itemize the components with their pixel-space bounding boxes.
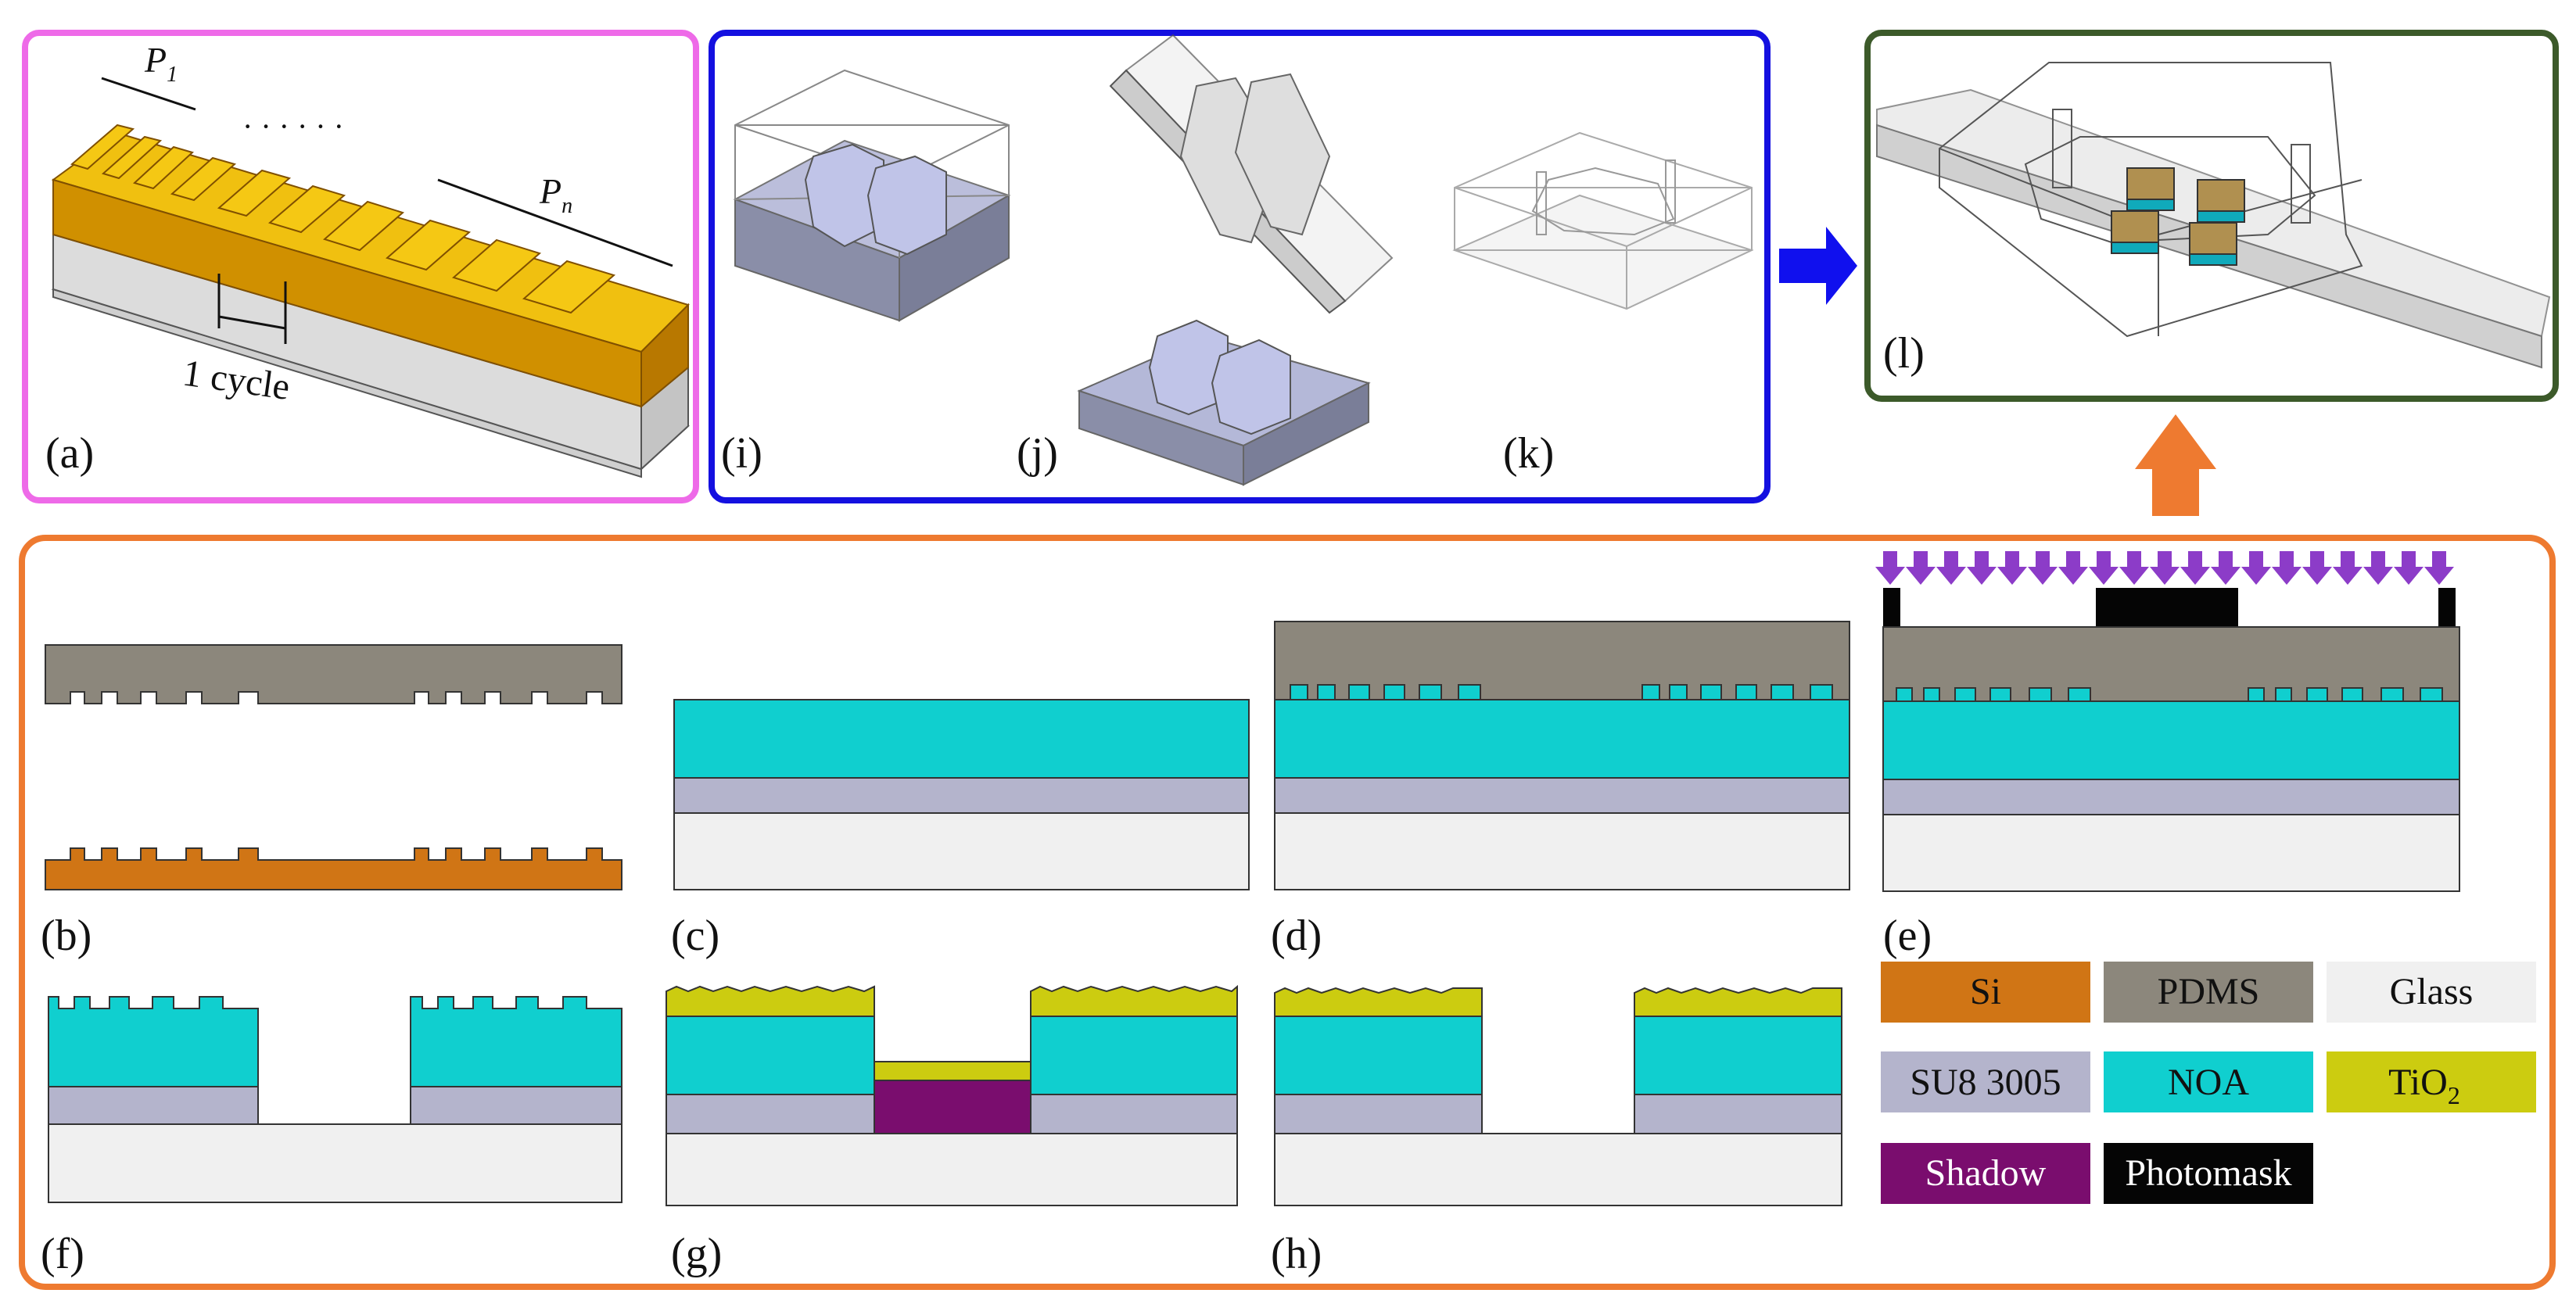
chip-array xyxy=(2111,167,2245,266)
legend-item-tio2: TiO2 xyxy=(2327,1051,2536,1112)
label-g: (g) xyxy=(671,1230,722,1278)
label-k: (k) xyxy=(1503,429,1554,478)
label-f: (f) xyxy=(41,1230,84,1278)
svg-text:SU8 3005: SU8 3005 xyxy=(1910,1062,2061,1103)
step-b xyxy=(45,644,622,890)
period-dots: · · · · · · xyxy=(242,109,344,144)
svg-text:Photomask: Photomask xyxy=(2125,1152,2291,1194)
legend-item-noa: NOA xyxy=(2104,1051,2313,1112)
legend-item-glass: Glass xyxy=(2327,962,2536,1023)
svg-text:Shadow: Shadow xyxy=(1925,1152,2047,1194)
label-j: (j) xyxy=(1017,429,1058,478)
step-f xyxy=(48,996,622,1203)
arrow-right-icon xyxy=(1779,227,1857,305)
photomask-left xyxy=(1883,588,1900,627)
svg-text:NOA: NOA xyxy=(2168,1062,2249,1103)
label-d: (d) xyxy=(1271,912,1322,960)
label-b: (b) xyxy=(41,912,91,960)
photomask-right xyxy=(2438,588,2456,627)
panel-ijk-frame xyxy=(709,30,1771,503)
panel-process-frame xyxy=(19,535,2556,1290)
svg-text:TiO2: TiO2 xyxy=(2388,1062,2460,1109)
legend-item-si: Si xyxy=(1881,962,2090,1023)
label-e: (e) xyxy=(1883,912,1932,960)
photomask-center xyxy=(2096,588,2238,627)
legend: Si PDMS Glass SU8 3005 NOA TiO2 Shadow xyxy=(1881,962,2536,1204)
legend-item-shadow: Shadow xyxy=(1881,1143,2090,1204)
panel-a-frame xyxy=(22,30,699,503)
label-c: (c) xyxy=(671,912,719,960)
arrow-up-icon xyxy=(2135,414,2216,516)
legend-item-pdms: PDMS xyxy=(2104,962,2313,1023)
mold-block-i xyxy=(733,69,1011,322)
mold-block-j xyxy=(1077,34,1394,486)
svg-text:Si: Si xyxy=(1970,971,2001,1012)
svg-text:Glass: Glass xyxy=(2390,971,2474,1012)
uv-arrows xyxy=(1875,551,2454,585)
device-3d-l xyxy=(1876,62,2551,369)
pn-symbol: Pn xyxy=(539,171,572,218)
step-c xyxy=(673,699,1250,890)
panel-l-frame xyxy=(1864,30,2559,402)
label-i: (i) xyxy=(721,429,762,478)
grating-3d xyxy=(51,77,690,478)
label-a: (a) xyxy=(45,429,94,478)
legend-item-su8: SU8 3005 xyxy=(1881,1051,2090,1112)
step-e xyxy=(1875,551,2460,892)
label-h: (h) xyxy=(1271,1230,1322,1278)
step-g xyxy=(666,984,1238,1206)
label-l: (l) xyxy=(1883,329,1925,378)
step-h xyxy=(1274,987,1842,1206)
svg-text:PDMS: PDMS xyxy=(2158,971,2260,1012)
pdms-chip-k xyxy=(1452,131,1754,310)
legend-item-photomask: Photomask xyxy=(2104,1143,2313,1204)
step-d xyxy=(1274,621,1850,890)
p1-symbol: P1 xyxy=(144,40,178,87)
